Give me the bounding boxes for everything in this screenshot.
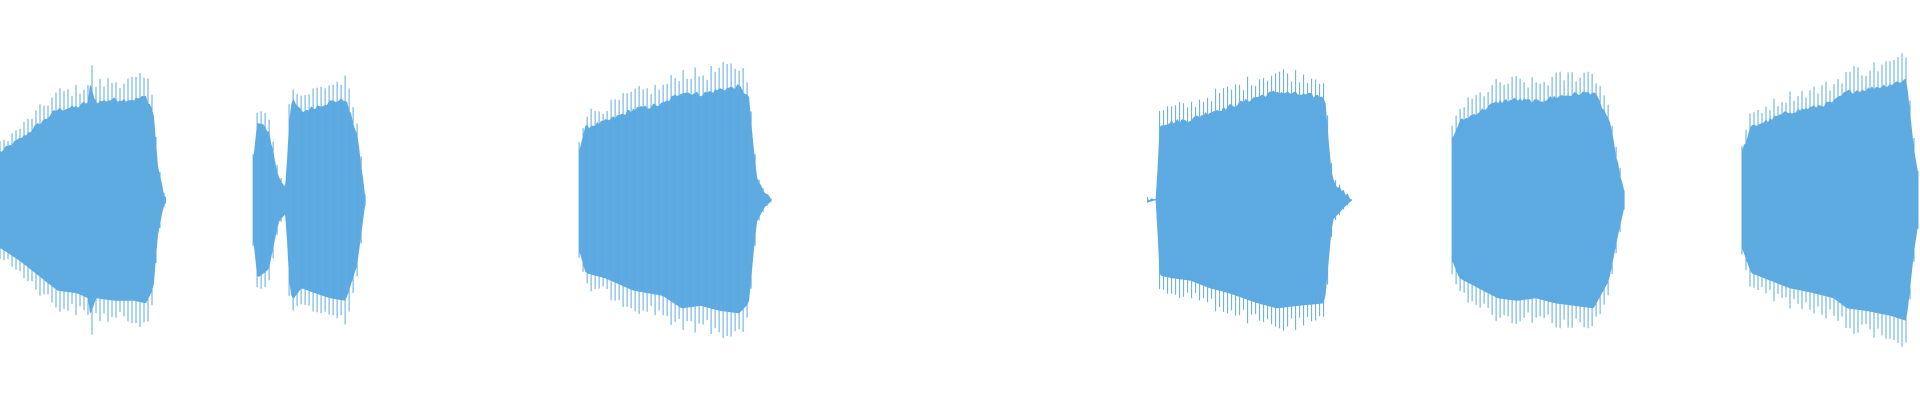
waveform-segment[interactable] [1451,71,1625,329]
waveform-segment[interactable] [578,61,772,339]
waveform-segments [0,53,1919,347]
waveform-segment[interactable] [1147,69,1353,331]
waveform-envelope [1452,91,1625,309]
waveform-segment[interactable] [0,65,166,335]
waveform-segment[interactable] [252,75,366,325]
waveform-segment[interactable] [1741,53,1919,347]
waveform-envelope [1147,90,1352,309]
